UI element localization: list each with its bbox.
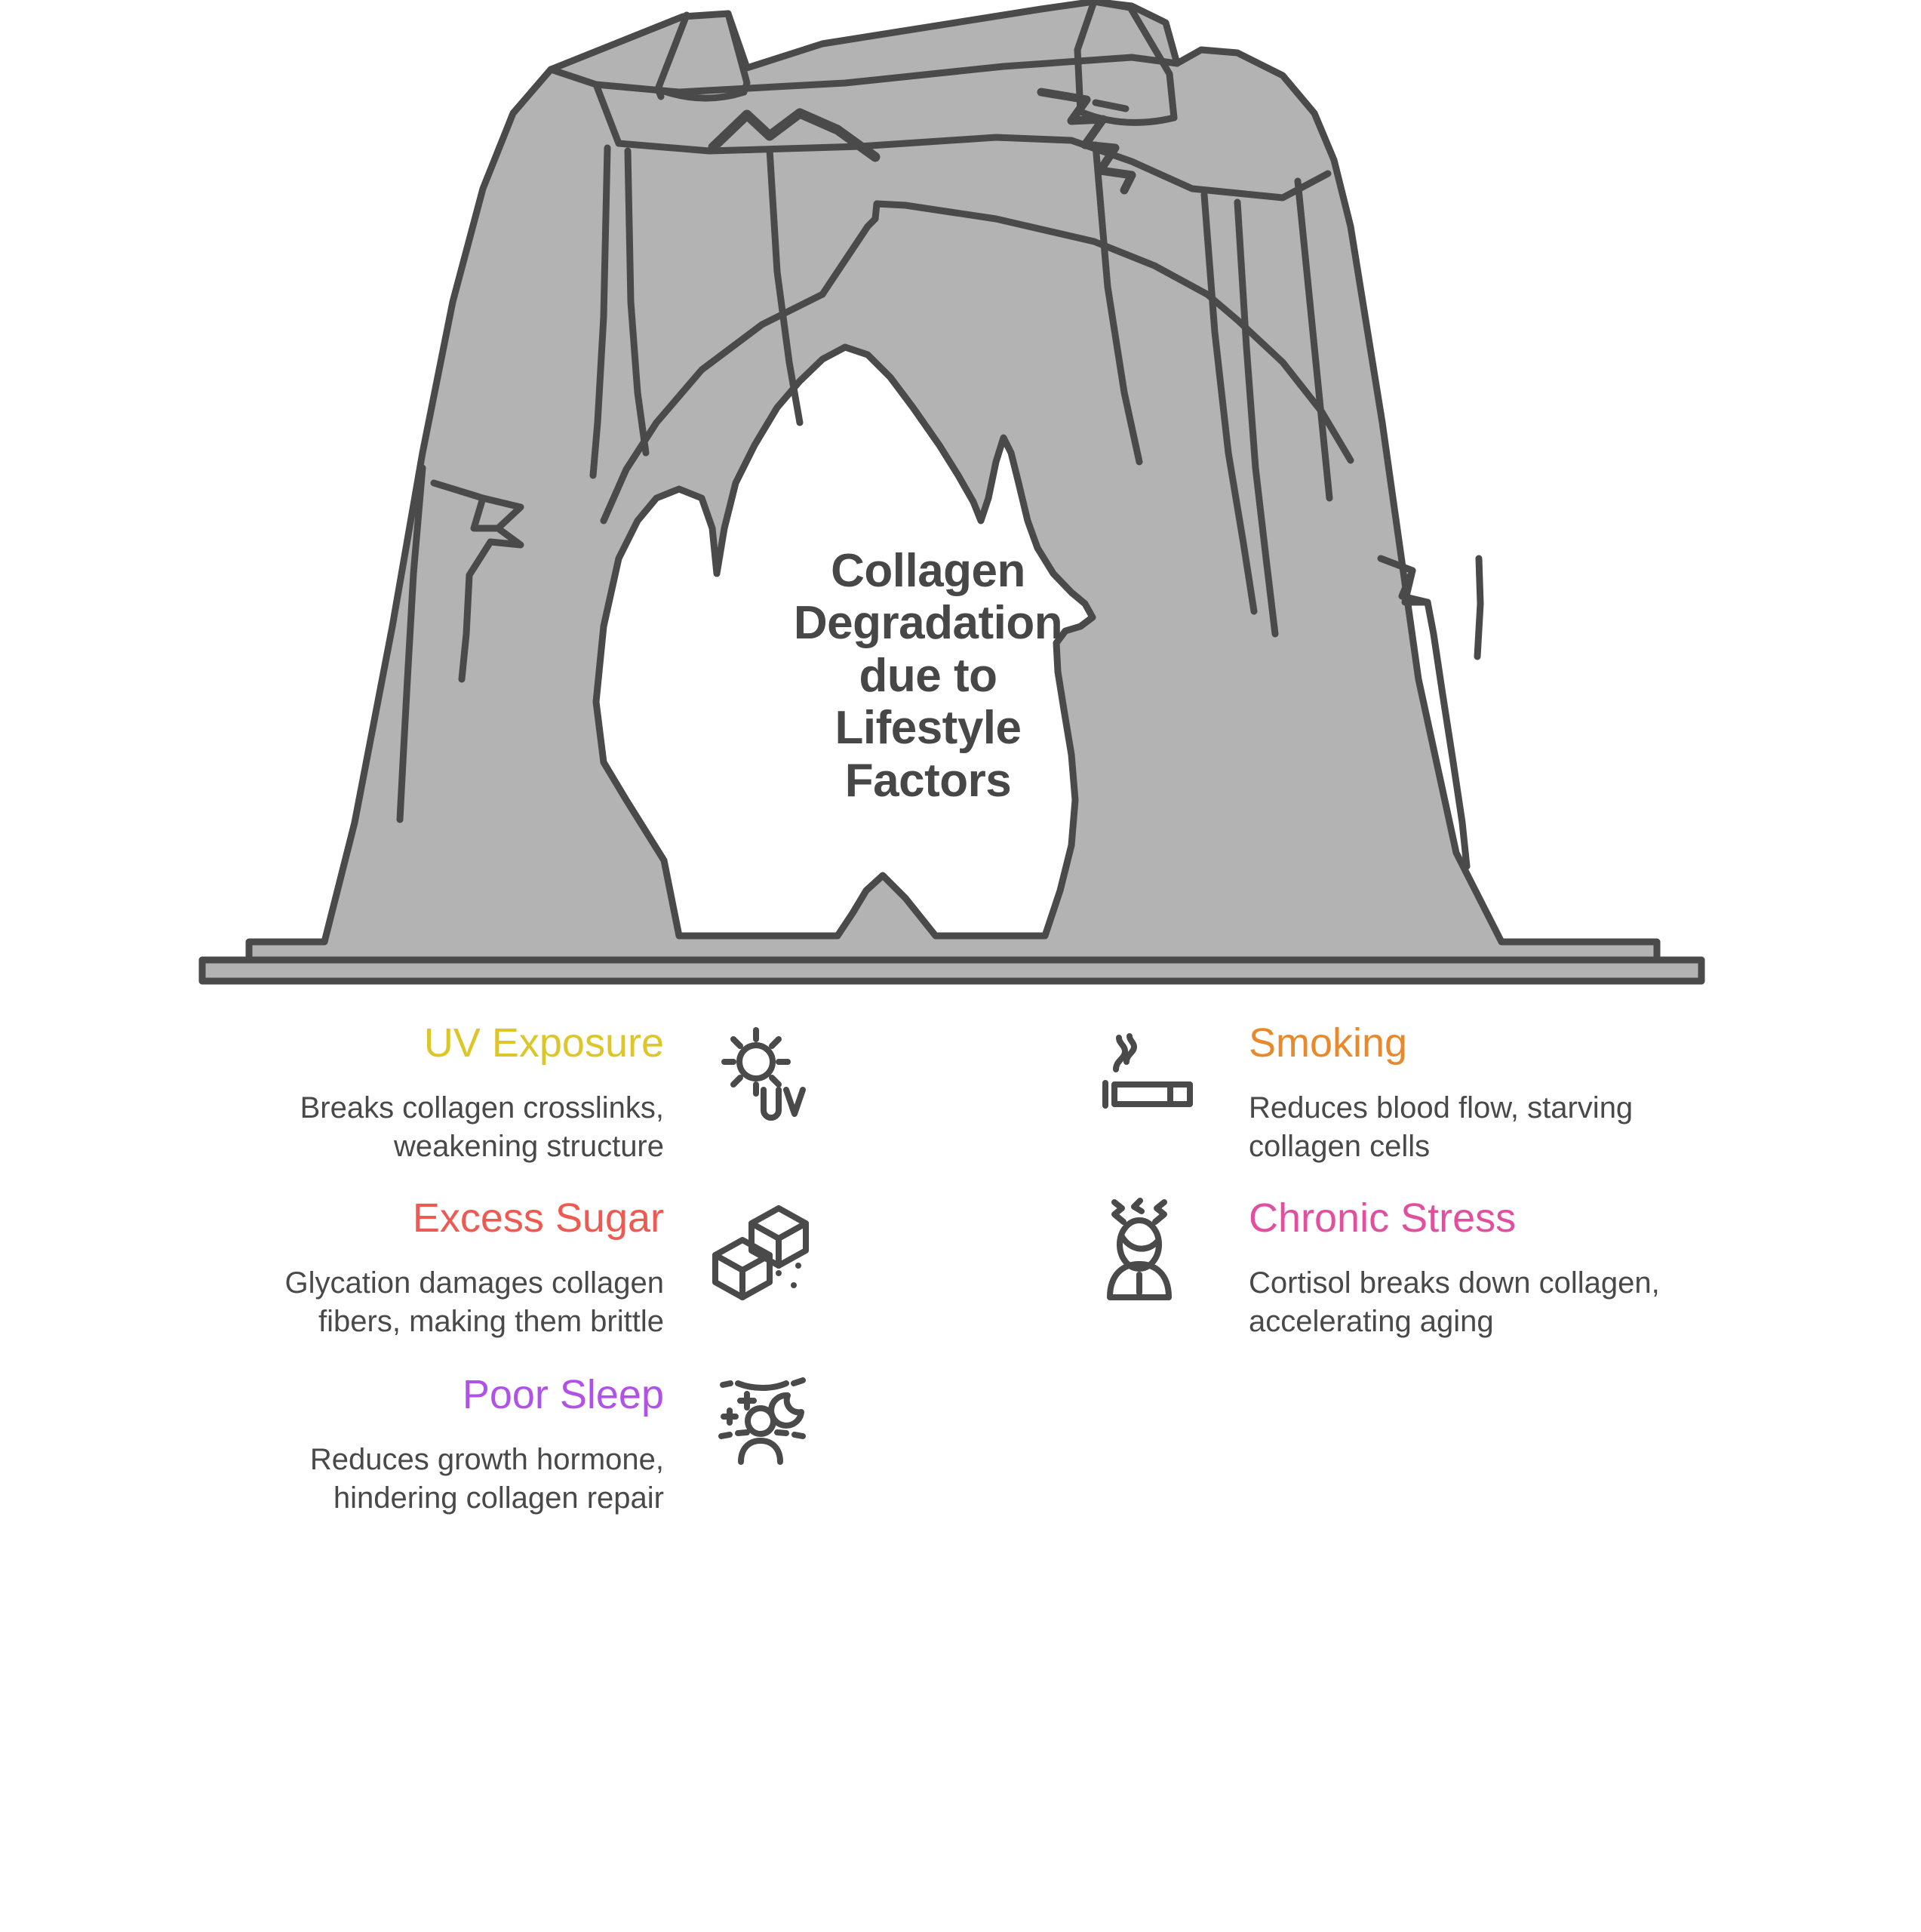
- factor-description-uv-exposure: Breaks collagen crosslinks, weakening st…: [113, 1089, 664, 1166]
- desc-line: Reduces growth hormone,: [309, 1443, 664, 1476]
- desc-line: Cortisol breaks down collagen,: [1249, 1266, 1660, 1300]
- center-title-line-4: Lifestyle: [834, 702, 1022, 755]
- sugar-cubes-icon: [709, 1201, 822, 1314]
- factor-item-uv-exposure[interactable]: UV Exposure Breaks collagen crosslinks, …: [45, 1023, 822, 1166]
- factor-title-smoking: Smoking: [1249, 1020, 1408, 1066]
- center-cave-title: Collagen Degradation due to Lifestyle Fa…: [770, 545, 1087, 807]
- factor-text-poor-sleep: Poor Sleep Reduces growth hormone, hinde…: [113, 1374, 664, 1518]
- center-title-line-3: due to: [859, 649, 997, 702]
- center-title-line-5: Factors: [844, 754, 1012, 807]
- desc-line: fibers, making them brittle: [318, 1305, 664, 1339]
- desc-line: collagen cells: [1249, 1130, 1431, 1164]
- factor-text-smoking: Smoking Reduces blood flow, starving col…: [1249, 1023, 1807, 1166]
- factor-text-chronic-stress: Chronic Stress Cortisol breaks down coll…: [1249, 1198, 1807, 1341]
- factor-item-poor-sleep[interactable]: Poor Sleep Reduces growth hormone, hinde…: [45, 1374, 822, 1518]
- stressed-person-icon: [1098, 1198, 1211, 1311]
- factor-description-excess-sugar: Glycation damages collagen fibers, makin…: [113, 1264, 664, 1341]
- desc-line: weakening structure: [394, 1130, 664, 1164]
- center-title-line-1: Collagen: [831, 545, 1025, 597]
- factor-description-chronic-stress: Cortisol breaks down collagen, accelerat…: [1249, 1264, 1807, 1341]
- desc-line: accelerating aging: [1249, 1305, 1494, 1339]
- rock-body: [198, 0, 1705, 985]
- sun-uv-icon: [709, 1026, 822, 1139]
- cigarette-smoke-icon: [1098, 1023, 1211, 1136]
- rock-crack-lines: [396, 0, 1484, 870]
- desc-line: Reduces blood flow, starving: [1249, 1091, 1634, 1124]
- factor-title-uv-exposure: UV Exposure: [423, 1020, 664, 1066]
- factor-text-uv-exposure: UV Exposure Breaks collagen crosslinks, …: [113, 1023, 664, 1166]
- factor-item-chronic-stress[interactable]: Chronic Stress Cortisol breaks down coll…: [1098, 1198, 1883, 1341]
- center-title-line-2: Degradation: [793, 597, 1063, 650]
- eroded-rock-arch-illustration: [198, 0, 1705, 985]
- factor-description-poor-sleep: Reduces growth hormone, hindering collag…: [113, 1441, 664, 1518]
- desc-line: hindering collagen repair: [333, 1481, 664, 1515]
- factor-title-poor-sleep: Poor Sleep: [462, 1372, 664, 1417]
- factor-title-excess-sugar: Excess Sugar: [412, 1195, 664, 1241]
- factor-description-smoking: Reduces blood flow, starving collagen ce…: [1249, 1089, 1807, 1166]
- factor-item-excess-sugar[interactable]: Excess Sugar Glycation damages collagen …: [45, 1198, 822, 1341]
- factor-title-chronic-stress: Chronic Stress: [1249, 1195, 1517, 1241]
- sleep-moon-person-icon: [709, 1377, 822, 1491]
- rock-base-slab: [198, 956, 1705, 985]
- desc-line: Glycation damages collagen: [284, 1266, 664, 1300]
- factor-item-smoking[interactable]: Smoking Reduces blood flow, starving col…: [1098, 1023, 1883, 1166]
- factor-text-excess-sugar: Excess Sugar Glycation damages collagen …: [113, 1198, 664, 1341]
- desc-line: Breaks collagen crosslinks,: [300, 1091, 664, 1124]
